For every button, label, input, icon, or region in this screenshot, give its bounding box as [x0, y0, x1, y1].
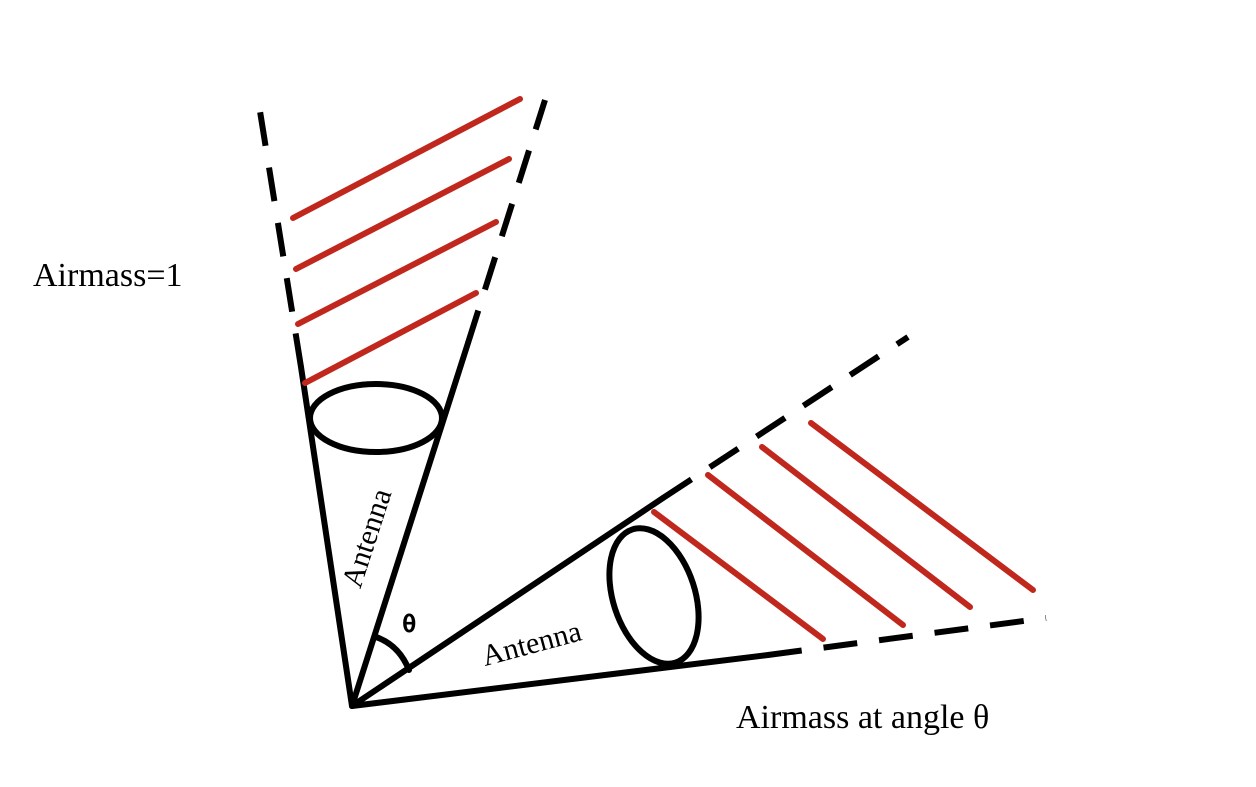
angle-theta-label: θ: [402, 610, 416, 638]
angle-arc: [373, 634, 412, 673]
slant-ray: [705, 472, 906, 628]
vertical-beam: [256, 99, 548, 368]
vertical-ray: [295, 219, 499, 327]
vertical-beam-right-boundary: [465, 99, 548, 344]
slant-beam-lower-boundary: [767, 615, 1047, 658]
slant-ray: [651, 509, 826, 642]
vertical-antenna: [298, 340, 471, 709]
airmass-at-angle-label: Airmass at angle θ: [736, 699, 989, 736]
airmass-one-label: Airmass=1: [33, 257, 183, 294]
vertical-cone-right-edge: [349, 340, 471, 709]
vertical-dish: [307, 381, 445, 455]
slant-antenna: [349, 495, 771, 709]
vertical-ray: [302, 290, 479, 386]
vertical-beam-left-boundary: [256, 104, 304, 368]
slant-cone-upper-edge: [349, 495, 666, 709]
slant-cone-lower-edge: [349, 652, 771, 709]
slant-ray: [759, 444, 973, 610]
slant-beam: [661, 334, 1047, 658]
slant-antenna-label: Antenna: [478, 615, 585, 673]
vertical-ray: [290, 96, 523, 221]
slant-ray: [808, 420, 1036, 593]
vertical-antenna-label: Antenna: [336, 485, 399, 592]
slant-beam-upper-boundary: [661, 334, 910, 501]
slant-airmass-rays: [651, 420, 1036, 642]
vertical-airmass-rays: [290, 96, 523, 386]
vertical-ray: [293, 156, 512, 272]
slant-dish: [606, 525, 702, 667]
